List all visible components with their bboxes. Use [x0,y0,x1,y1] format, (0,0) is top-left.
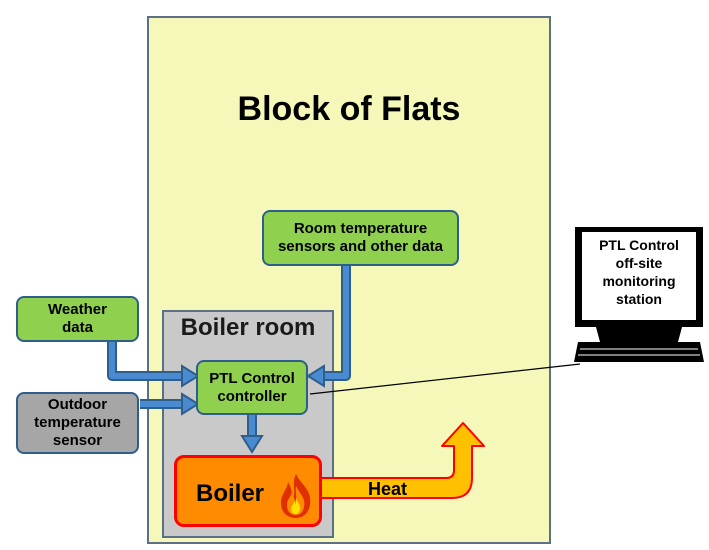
heat-arrow [319,422,485,499]
room-sensors-line-2: sensors and other data [277,238,444,255]
arrow-weather-to-controller [107,342,184,381]
weather-line-2: data [62,319,93,336]
boiler-room-title: Boiler room [180,314,316,341]
controller-line-1: PTL Control [209,369,295,387]
heat-label: Heat [368,479,408,499]
monitoring-line-3: monitoring [602,273,676,289]
arrow-room-sensors-to-controller [322,266,351,381]
arrowhead-outdoor [181,392,200,416]
controller-line-2: controller [217,387,287,405]
room-sensors-line-1: Room temperature [293,220,428,237]
outdoor-line-2: temperature [34,414,121,431]
flame-icon [281,474,311,518]
computer-monitor-icon [574,227,704,362]
monitoring-station-label: PTL Control off-site monitoring station [584,236,694,308]
link-controller-to-monitoring [309,363,581,395]
building-title: Block of Flats [237,90,461,128]
monitoring-line-4: station [616,291,662,307]
outdoor-line-1: Outdoor [47,396,108,413]
outdoor-temperature-sensor-node: Outdoor temperature sensor [16,392,139,454]
ptl-controller-node: PTL Control controller [196,360,308,415]
room-temperature-sensors-node: Room temperature sensors and other data [262,210,459,266]
monitoring-line-2: off-site [615,255,663,271]
monitoring-line-1: PTL Control [599,237,679,253]
weather-data-node: Weather data [16,296,139,342]
weather-line-1: Weather [48,301,107,318]
arrowhead-weather [181,364,200,388]
outdoor-line-3: sensor [52,432,103,449]
arrowhead-room-sensors [306,364,325,388]
arrowhead-boiler [240,435,264,454]
boiler-label: Boiler [196,480,265,507]
